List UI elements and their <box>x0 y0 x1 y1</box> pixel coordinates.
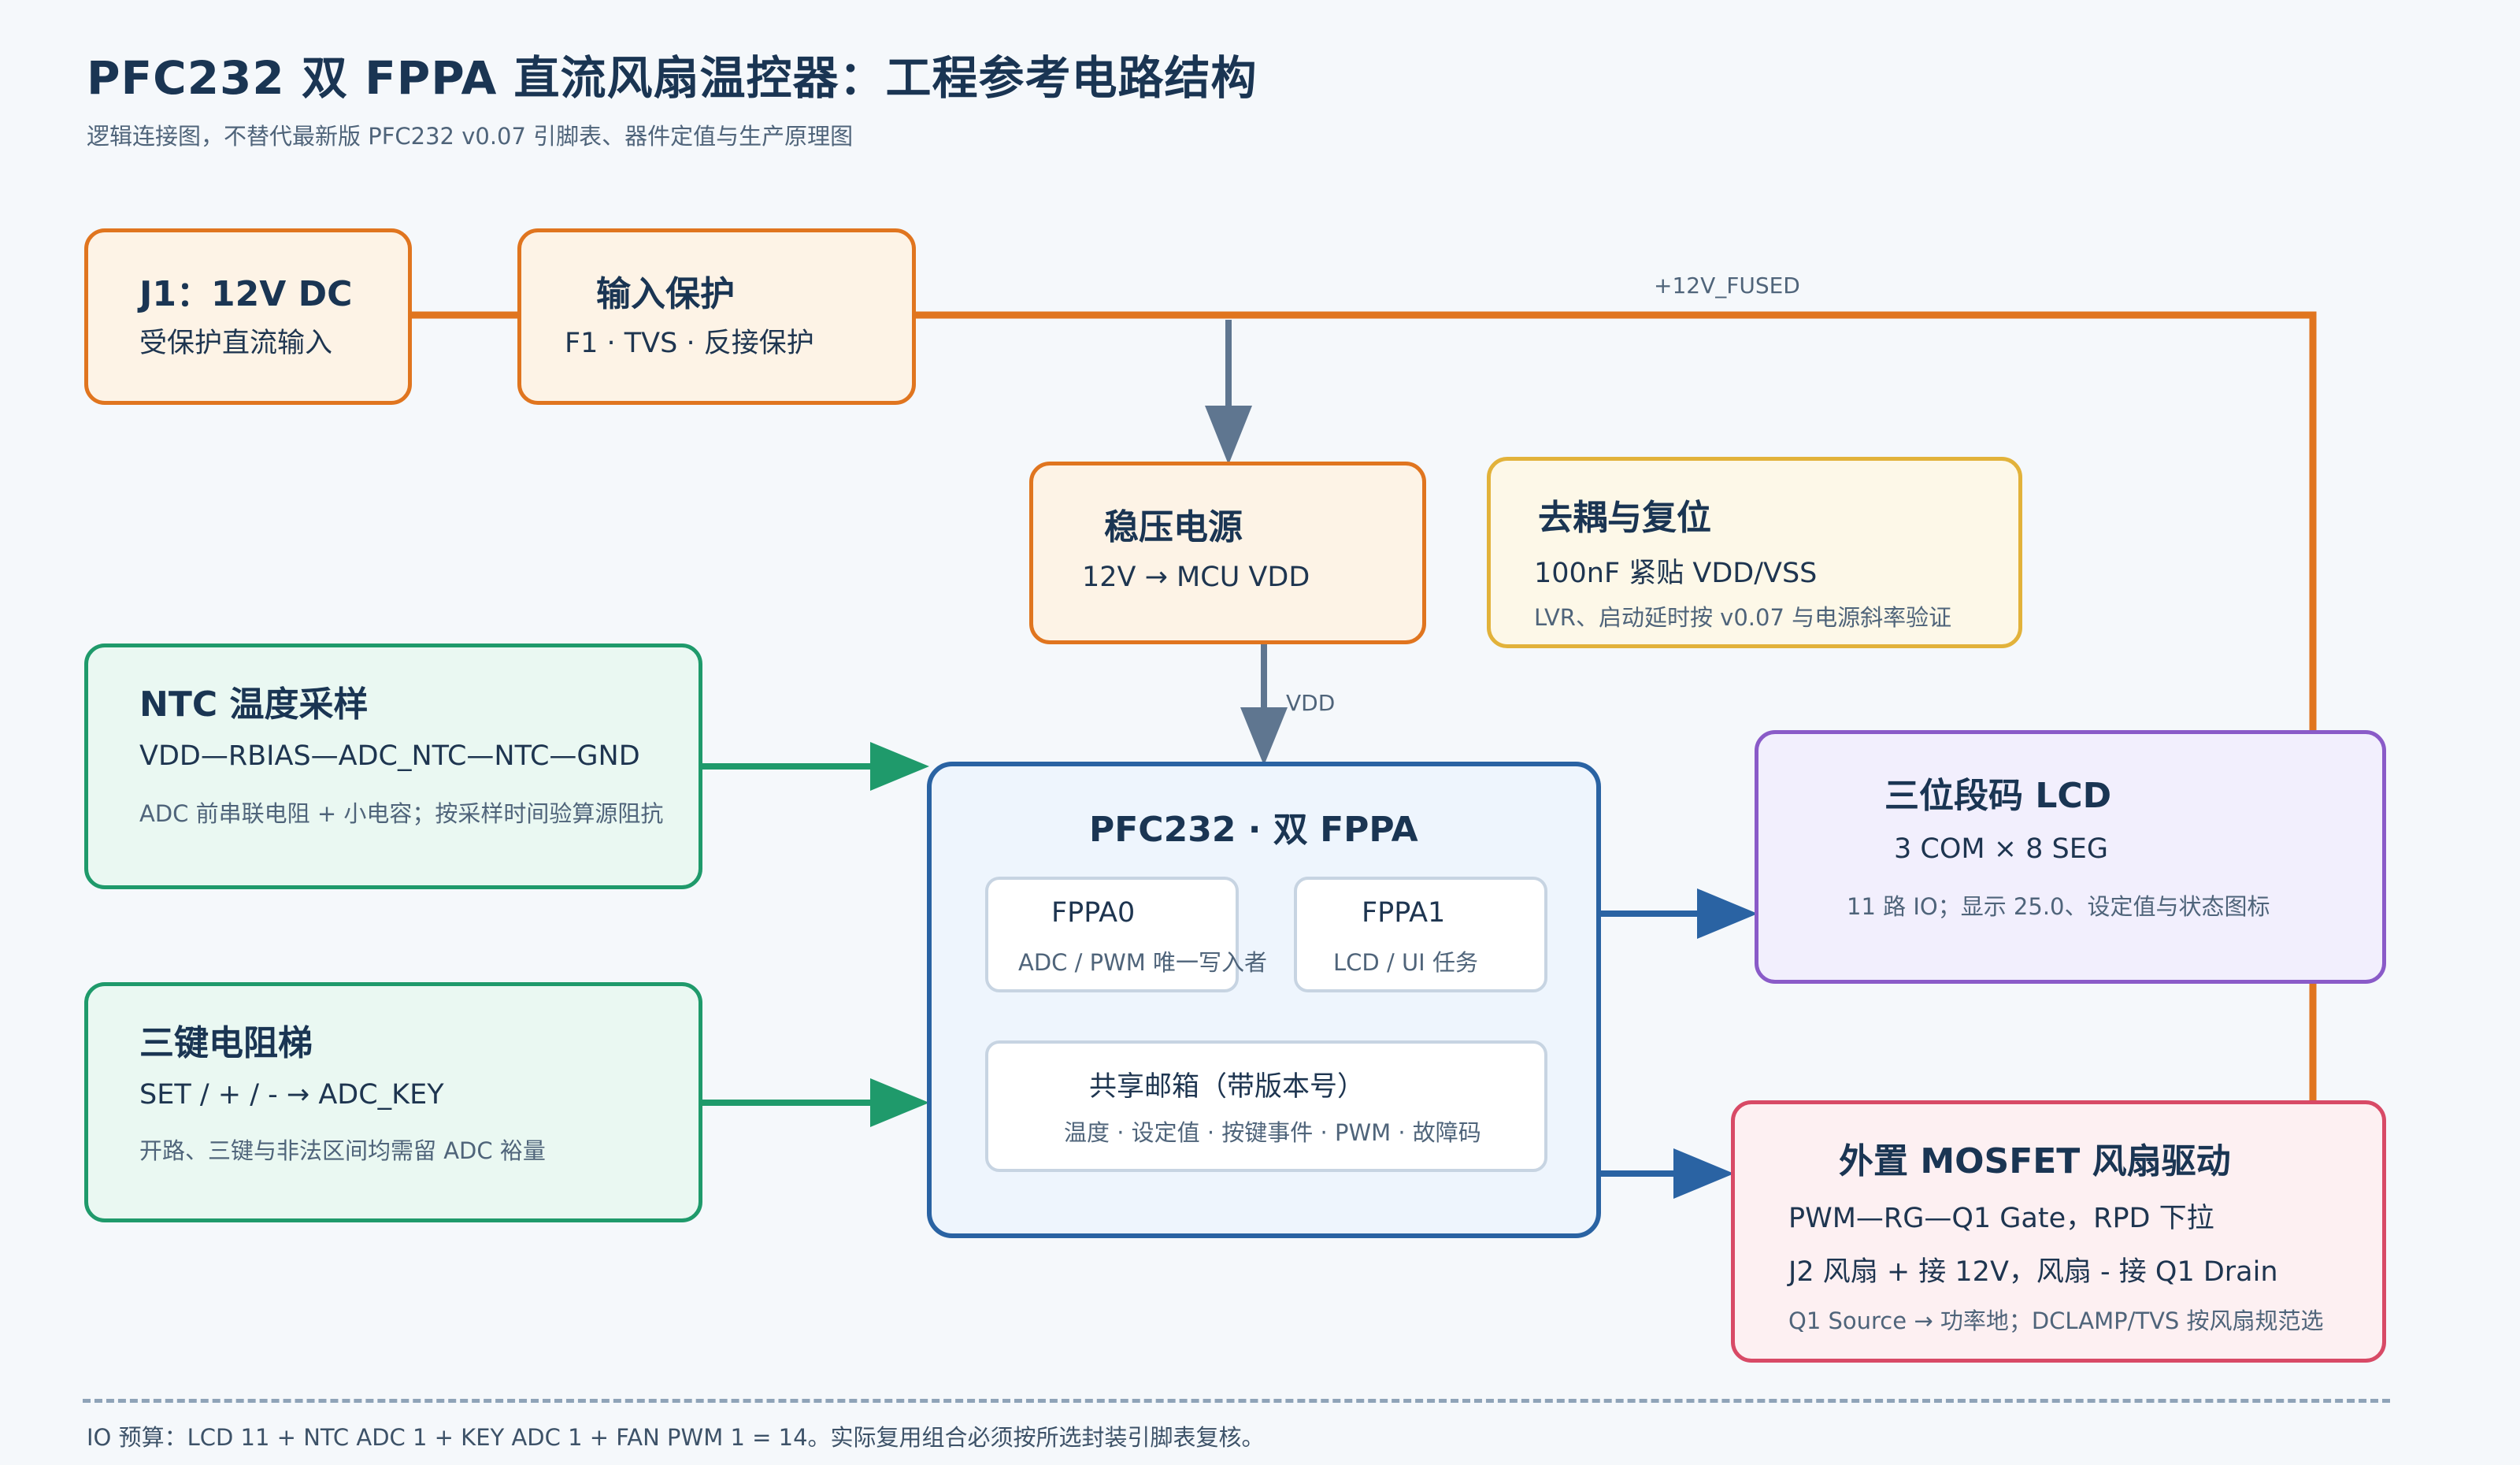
footer-divider <box>83 1399 2390 1403</box>
block-title: 三键电阻梯 <box>139 1023 313 1063</box>
mailbox-title: 共享邮箱（带版本号） <box>1089 1071 1366 1103</box>
block-text: 3 COM × 8 SEG <box>1894 833 2109 865</box>
arrow-into-mcu-vdd <box>1240 707 1288 766</box>
core-title: FPPA1 <box>1362 897 1446 929</box>
block-j1-12v-dc: J1：12V DC 受保护直流输入 <box>84 228 412 405</box>
arrow-into-fan-driver <box>1673 1148 1734 1199</box>
block-note: LVR、启动延时按 v0.07 与电源斜率验证 <box>1534 604 1952 631</box>
block-note: ADC 前串联电阻 + 小电容；按采样时间验算源阻抗 <box>139 800 664 827</box>
page-title: PFC232 双 FPPA 直流风扇温控器：工程参考电路结构 <box>87 51 1258 105</box>
block-title: 外置 MOSFET 风扇驱动 <box>1839 1141 2231 1181</box>
block-note: 开路、三键与非法区间均需留 ADC 裕量 <box>139 1137 546 1164</box>
block-title: J1：12V DC <box>139 274 353 314</box>
arrow-ntc-into-mcu <box>870 742 929 791</box>
arrow-into-regulator <box>1205 406 1252 465</box>
block-title: PFC232 · 双 FPPA <box>1089 810 1418 850</box>
core-text: ADC / PWM 唯一写入者 <box>1018 949 1268 976</box>
page-subtitle: 逻辑连接图，不替代最新版 PFC232 v0.07 引脚表、器件定值与生产原理图 <box>87 123 854 150</box>
core-title: FPPA0 <box>1051 897 1136 929</box>
block-title: NTC 温度采样 <box>139 684 369 725</box>
block-input-protection: 输入保护 F1 · TVS · 反接保护 <box>517 228 916 405</box>
block-decoupling-reset: 去耦与复位 100nF 紧贴 VDD/VSS LVR、启动延时按 v0.07 与… <box>1487 457 2022 648</box>
block-note: 11 路 IO；显示 25.0、设定值与状态图标 <box>1847 893 2270 920</box>
block-title: 去耦与复位 <box>1538 498 1711 538</box>
block-regulator: 稳压电源 12V → MCU VDD <box>1029 462 1426 644</box>
rail-label-12v-fused: +12V_FUSED <box>1654 273 1800 299</box>
block-text: 受保护直流输入 <box>139 328 333 359</box>
shared-mailbox: 共享邮箱（带版本号） 温度 · 设定值 · 按键事件 · PWM · 故障码 <box>985 1040 1547 1172</box>
block-text-line1: PWM—RG—Q1 Gate，RPD 下拉 <box>1788 1203 2214 1234</box>
core-fppa1: FPPA1 LCD / UI 任务 <box>1294 877 1547 992</box>
block-title: 稳压电源 <box>1104 507 1243 547</box>
block-text: 100nF 紧贴 VDD/VSS <box>1534 558 1818 589</box>
core-text: LCD / UI 任务 <box>1333 949 1478 976</box>
footer-io-budget: IO 预算：LCD 11 + NTC ADC 1 + KEY ADC 1 + F… <box>87 1424 1265 1451</box>
arrow-into-lcd <box>1697 888 1758 939</box>
arrow-keys-into-mcu <box>870 1078 929 1127</box>
block-text-line2: J2 风扇 + 接 12V，风扇 - 接 Q1 Drain <box>1788 1256 2278 1288</box>
block-text: 12V → MCU VDD <box>1082 562 1310 593</box>
block-title: 输入保护 <box>596 274 735 314</box>
block-text: SET / + / - → ADC_KEY <box>139 1079 444 1111</box>
block-ntc-sampling: NTC 温度采样 VDD—RBIAS—ADC_NTC—NTC—GND ADC 前… <box>84 643 702 889</box>
block-note: Q1 Source → 功率地；DCLAMP/TVS 按风扇规范选 <box>1788 1307 2324 1334</box>
block-segment-lcd: 三位段码 LCD 3 COM × 8 SEG 11 路 IO；显示 25.0、设… <box>1755 730 2386 984</box>
rail-label-vdd: VDD <box>1286 690 1336 716</box>
block-mosfet-fan-driver: 外置 MOSFET 风扇驱动 PWM—RG—Q1 Gate，RPD 下拉 J2 … <box>1731 1100 2386 1363</box>
block-mcu-pfc232: PFC232 · 双 FPPA FPPA0 ADC / PWM 唯一写入者 FP… <box>927 762 1601 1238</box>
mailbox-text: 温度 · 设定值 · 按键事件 · PWM · 故障码 <box>1064 1119 1481 1146</box>
block-text: F1 · TVS · 反接保护 <box>565 328 814 359</box>
block-text: VDD—RBIAS—ADC_NTC—NTC—GND <box>139 740 640 772</box>
block-title: 三位段码 LCD <box>1884 776 2112 816</box>
core-fppa0: FPPA0 ADC / PWM 唯一写入者 <box>985 877 1267 992</box>
block-key-ladder: 三键电阻梯 SET / + / - → ADC_KEY 开路、三键与非法区间均需… <box>84 982 702 1222</box>
